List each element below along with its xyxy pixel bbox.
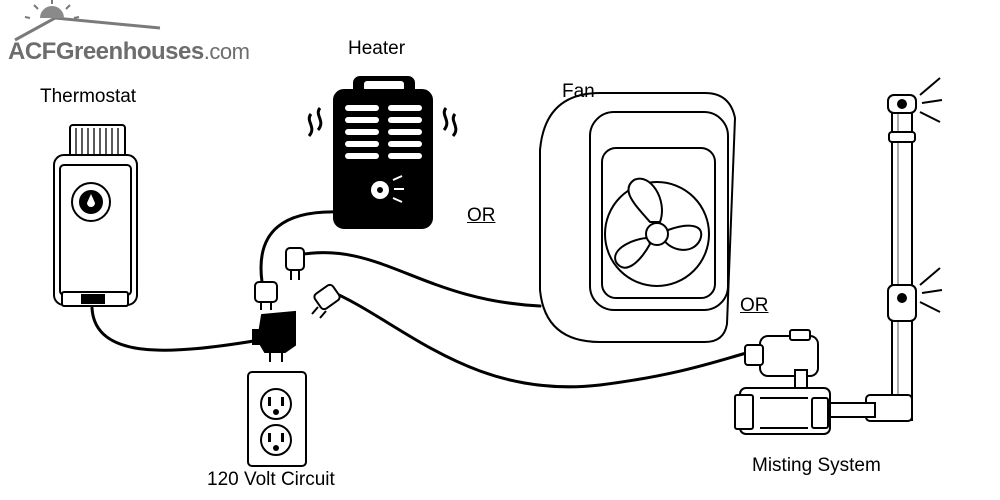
logo-name: Greenhouses: [55, 38, 204, 65]
fan: [539, 92, 737, 343]
wall-outlet: [247, 371, 307, 467]
or-label-2: OR: [740, 295, 769, 316]
plugs: [254, 247, 341, 319]
heater-label: Heater: [348, 38, 406, 59]
logo: ACFGreenhouses.com: [8, 38, 250, 66]
logo-brand: ACF: [8, 38, 56, 65]
or-label-1: OR: [467, 205, 496, 226]
circuit-label: 120 Volt Circuit: [207, 469, 335, 490]
cords: [90, 210, 752, 389]
logo-house-icon: [14, 0, 161, 42]
logo-domain: .com: [203, 39, 250, 64]
misting-system: [734, 77, 943, 435]
plug-adapter: [252, 310, 296, 362]
heater: [307, 76, 458, 229]
fan-label: Fan: [562, 81, 595, 102]
thermostat-label: Thermostat: [40, 86, 137, 107]
thermostat: [53, 124, 138, 307]
misting-label: Misting System: [752, 455, 881, 476]
heat-waves-icon: [307, 107, 458, 137]
mist-spray-icon: [919, 77, 943, 313]
nozzle-icon: [887, 94, 917, 322]
